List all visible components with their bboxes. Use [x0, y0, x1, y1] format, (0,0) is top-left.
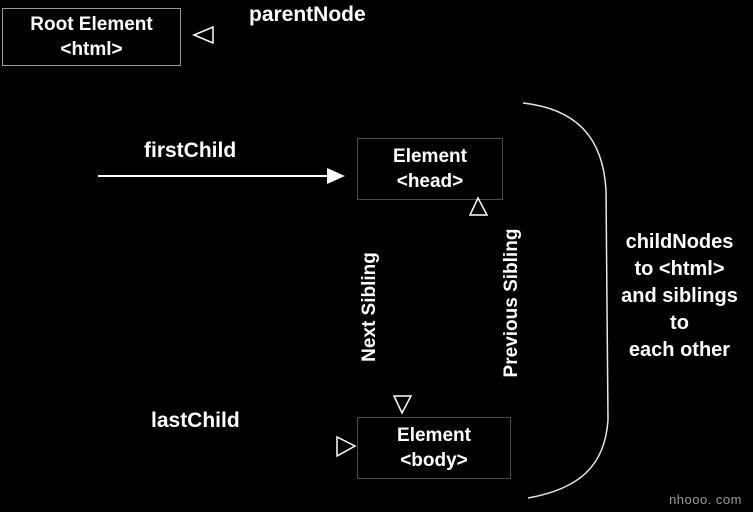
lastchild-label: lastChild [151, 409, 240, 432]
childnodes-note: childNodes to <html> and siblings to eac… [606, 229, 753, 364]
previous-sibling-arrowhead-icon [468, 196, 489, 216]
root-element-box: Root Element <html> [2, 8, 181, 66]
head-element-box: Element <head> [357, 138, 503, 200]
childnodes-note-line: each other [628, 339, 731, 361]
childnodes-note-line: childNodes [625, 231, 734, 253]
root-element-title: Root Element [30, 14, 153, 35]
head-element-tag: <head> [396, 171, 464, 192]
parentnode-arrowhead-icon [192, 25, 214, 45]
root-element-tag: <html> [60, 39, 123, 60]
head-element-title: Element [393, 146, 467, 167]
childnodes-note-line: and siblings [621, 285, 738, 307]
body-element-box: Element <body> [357, 417, 511, 479]
childnodes-note-line: to <html> [634, 258, 725, 280]
parentnode-label: parentNode [249, 3, 366, 26]
body-element-tag: <body> [400, 450, 468, 471]
previous-sibling-label: Previous Sibling [501, 228, 522, 378]
body-element-title: Element [397, 425, 471, 446]
childnodes-note-line: to [670, 312, 689, 334]
lastchild-arrowhead-icon [336, 435, 357, 458]
next-sibling-label: Next Sibling [359, 252, 380, 362]
childnodes-brace [522, 102, 609, 499]
next-sibling-arrowhead-icon [392, 395, 413, 415]
watermark: nhooo. com [669, 492, 742, 507]
firstchild-label: firstChild [144, 139, 237, 162]
firstchild-arrowhead-icon [327, 168, 345, 184]
